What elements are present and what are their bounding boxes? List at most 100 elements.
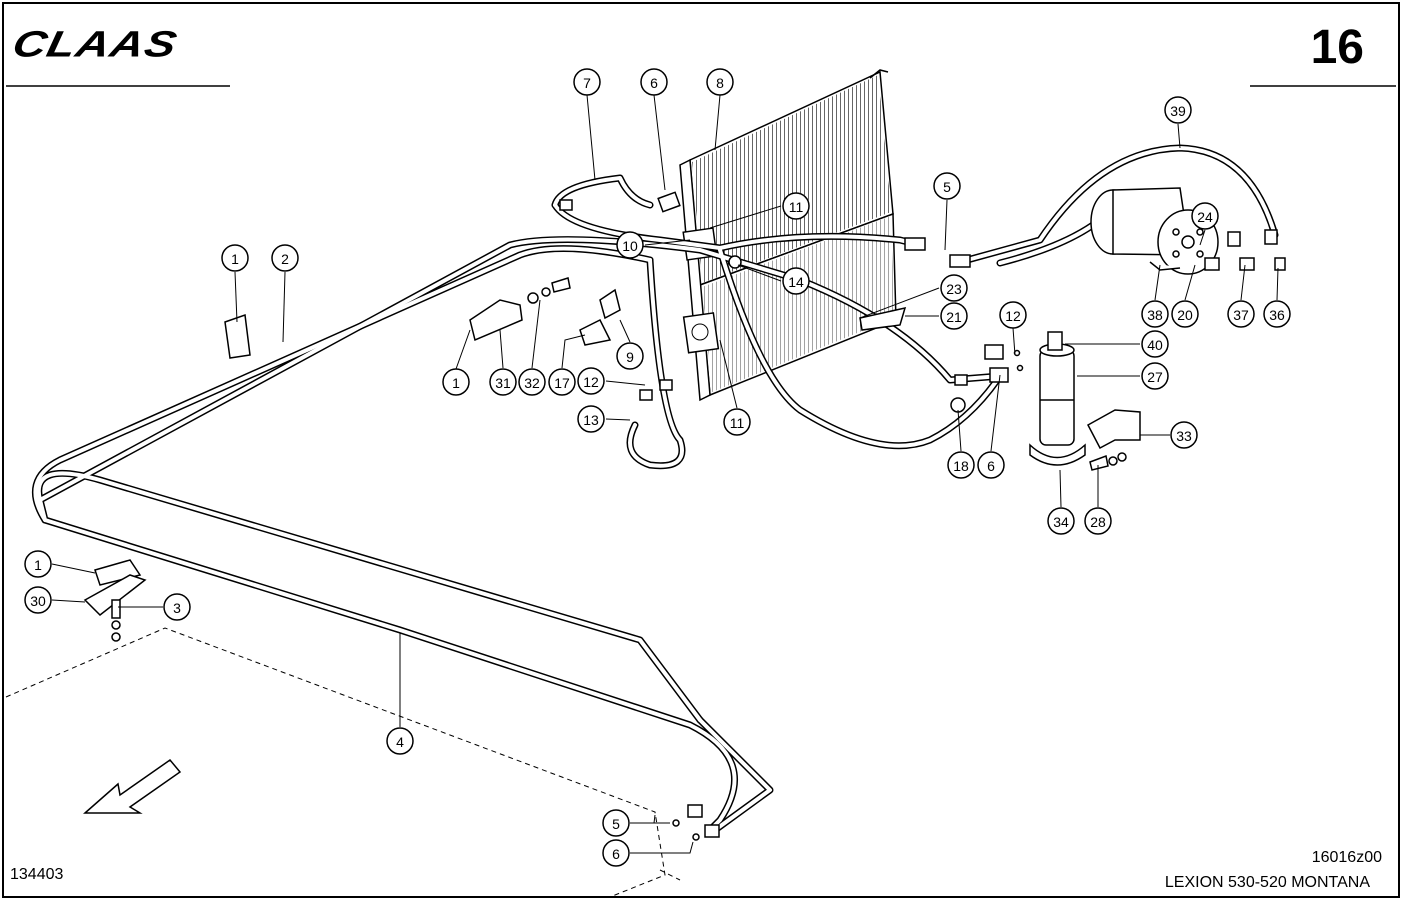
callout-c28: 28 xyxy=(1084,507,1112,535)
callout-label: 6 xyxy=(987,458,995,474)
callout-label: 11 xyxy=(730,415,745,431)
callout-label: 1 xyxy=(452,375,460,391)
callout-c8: 8 xyxy=(706,68,734,96)
callout-circle xyxy=(616,231,644,259)
callout-c11a: 11 xyxy=(782,192,810,220)
callout-label: 7 xyxy=(583,75,591,91)
callout-c30: 30 xyxy=(24,586,52,614)
callout-circle xyxy=(24,550,52,578)
callout-c12b: 12 xyxy=(577,367,605,395)
callout-circle xyxy=(1164,96,1192,124)
callout-c37: 37 xyxy=(1227,300,1255,328)
callout-label: 5 xyxy=(612,816,620,832)
callout-label: 40 xyxy=(1147,337,1163,353)
callout-label: 31 xyxy=(495,375,511,391)
callout-circle xyxy=(271,244,299,272)
callout-circle xyxy=(442,368,470,396)
callout-circle xyxy=(782,267,810,295)
callout-c31: 31 xyxy=(489,368,517,396)
brand-logo: CLAAS xyxy=(8,22,182,65)
callout-c34: 34 xyxy=(1047,507,1075,535)
callout-c6c: 6 xyxy=(602,839,630,867)
callout-c1b: 1 xyxy=(442,368,470,396)
callout-circle xyxy=(163,593,191,621)
callout-c6a: 6 xyxy=(640,68,668,96)
callout-c9: 9 xyxy=(616,342,644,370)
drawing-number: 134403 xyxy=(10,866,64,883)
callout-circle xyxy=(933,172,961,200)
callout-circle xyxy=(706,68,734,96)
callout-label: 4 xyxy=(396,734,404,750)
callout-circle xyxy=(947,451,975,479)
callout-label: 17 xyxy=(554,375,570,391)
callout-label: 11 xyxy=(789,199,804,215)
callout-c23: 23 xyxy=(940,274,968,302)
callout-c18: 18 xyxy=(947,451,975,479)
callout-c3: 3 xyxy=(163,593,191,621)
callout-label: 12 xyxy=(583,374,599,390)
callout-circle xyxy=(386,727,414,755)
callout-circle xyxy=(24,586,52,614)
callout-label: 1 xyxy=(231,251,239,267)
callout-circle xyxy=(489,368,517,396)
hose-lines xyxy=(31,144,1279,834)
callout-c1c: 1 xyxy=(24,550,52,578)
callout-c5a: 5 xyxy=(933,172,961,200)
floor-outline xyxy=(5,627,681,898)
callout-circle xyxy=(602,809,630,837)
callout-circle xyxy=(573,68,601,96)
callout-circle xyxy=(1084,507,1112,535)
callout-circle xyxy=(940,302,968,330)
callout-circle xyxy=(1170,421,1198,449)
callout-circle xyxy=(640,68,668,96)
callout-circle xyxy=(1171,300,1199,328)
callout-c7: 7 xyxy=(573,68,601,96)
callout-label: 20 xyxy=(1177,307,1193,323)
leader-lines xyxy=(51,94,1279,854)
callout-c11b: 11 xyxy=(723,408,751,436)
callout-label: 1 xyxy=(34,557,42,573)
callout-c13: 13 xyxy=(577,405,605,433)
callout-label: 30 xyxy=(30,593,46,609)
callout-c6b: 6 xyxy=(977,451,1005,479)
callout-label: 3 xyxy=(173,600,181,616)
callout-label: 33 xyxy=(1176,428,1192,444)
callout-c24: 24 xyxy=(1191,202,1219,230)
callout-label: 23 xyxy=(946,281,962,297)
callout-c17: 17 xyxy=(548,368,576,396)
callout-circle xyxy=(1263,300,1291,328)
compressor xyxy=(1090,187,1219,275)
callout-circle xyxy=(221,244,249,272)
callout-circle xyxy=(1047,507,1075,535)
callout-circle xyxy=(1227,300,1255,328)
callout-c33: 33 xyxy=(1170,421,1198,449)
direction-arrow-icon xyxy=(83,758,182,814)
callout-label: 13 xyxy=(583,412,599,428)
callout-c10: 10 xyxy=(616,231,644,259)
callout-circle xyxy=(940,274,968,302)
receiver-drier xyxy=(1029,331,1141,466)
callout-label: 28 xyxy=(1090,514,1106,530)
callout-c36: 36 xyxy=(1263,300,1291,328)
callout-c20: 20 xyxy=(1171,300,1199,328)
callout-label: 37 xyxy=(1233,307,1249,323)
callout-label: 34 xyxy=(1053,514,1069,530)
callout-label: 6 xyxy=(612,846,620,862)
callout-c5b: 5 xyxy=(602,809,630,837)
fittings xyxy=(559,191,1286,841)
callout-label: 8 xyxy=(716,75,724,91)
page-number: 16 xyxy=(1310,21,1364,74)
callout-c32: 32 xyxy=(518,368,546,396)
callout-circle xyxy=(977,451,1005,479)
callout-label: 38 xyxy=(1147,307,1163,323)
callout-circle xyxy=(518,368,546,396)
callout-c38: 38 xyxy=(1141,300,1169,328)
callout-label: 36 xyxy=(1269,307,1285,323)
callout-circle xyxy=(577,405,605,433)
callout-circle xyxy=(723,408,751,436)
callout-c4: 4 xyxy=(386,727,414,755)
callout-circle xyxy=(1141,362,1169,390)
callout-c39: 39 xyxy=(1164,96,1192,124)
